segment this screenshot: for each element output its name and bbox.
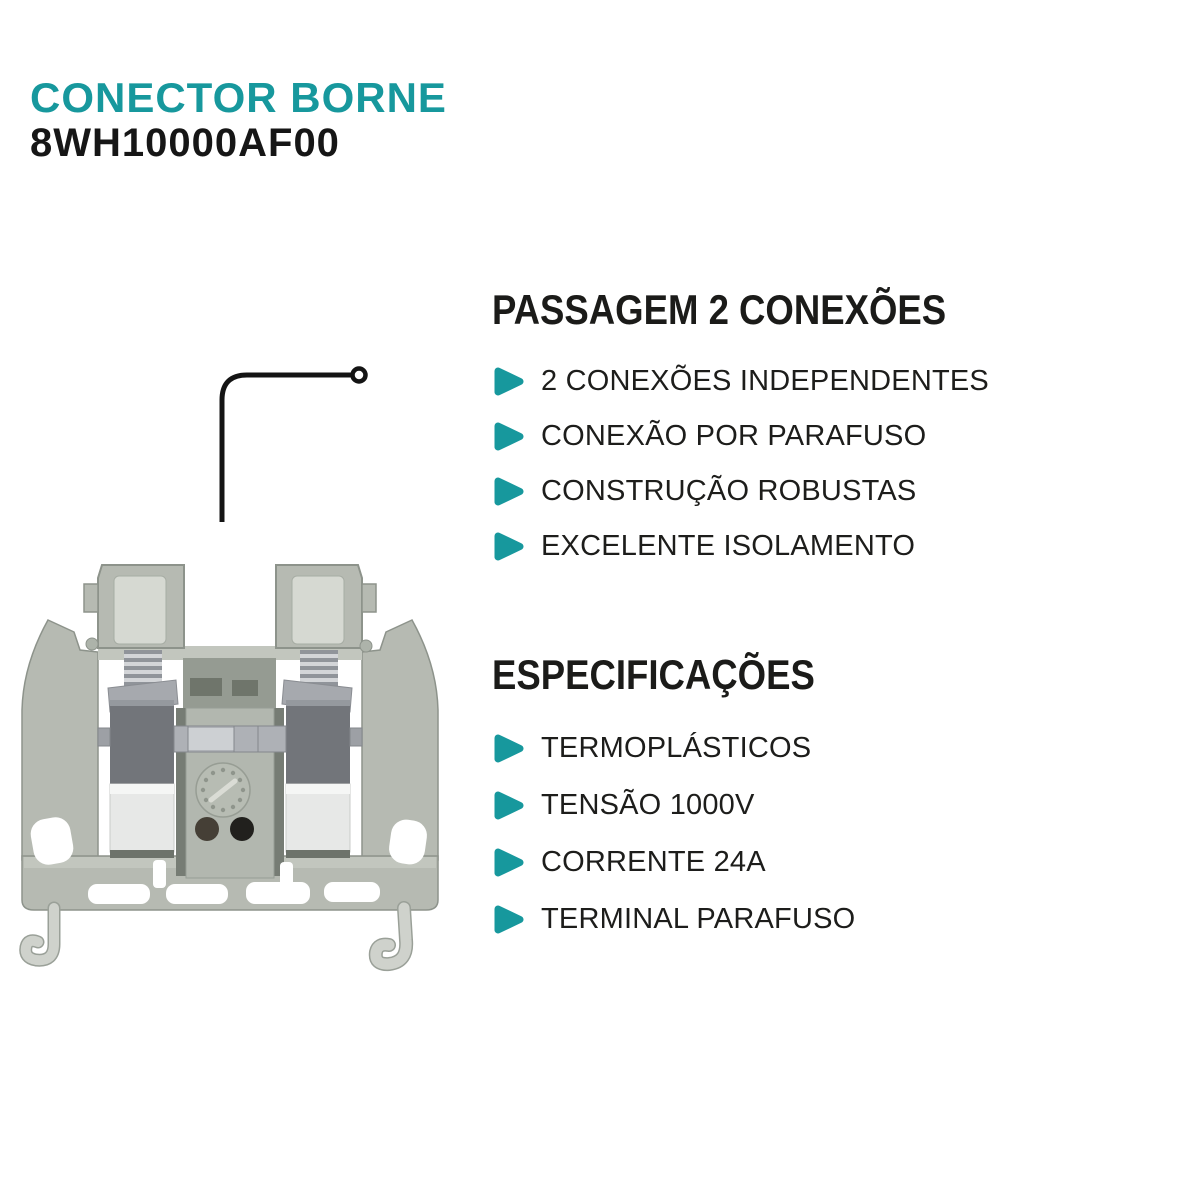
- spec-list: TERMOPLÁSTICOS TENSÃO 1000V CORRENTE 24A…: [492, 731, 1072, 936]
- callout-line-icon: [219, 366, 368, 522]
- list-item-label: TENSÃO 1000V: [541, 789, 755, 821]
- vent-slot-left: [190, 678, 222, 696]
- top-ledge: [98, 646, 362, 660]
- play-triangle-icon: [494, 734, 524, 762]
- list-item-label: TERMINAL PARAFUSO: [541, 903, 856, 935]
- right-clamp: [281, 679, 363, 858]
- busbar: [173, 725, 287, 753]
- right-screw-port: [291, 575, 345, 645]
- product-part-number: 8WH10000AF00: [30, 121, 340, 165]
- section-heading: ESPECIFICAÇÕES: [492, 651, 815, 698]
- dimple-left: [85, 637, 99, 651]
- section-passagem: PASSAGEM 2 CONEXÕES 2 CONEXÕES INDEPENDE…: [492, 285, 1072, 584]
- play-triangle-icon: [494, 905, 524, 933]
- feature-list: 2 CONEXÕES INDEPENDENTES CONEXÃO POR PAR…: [492, 364, 1072, 563]
- vent-slot-right: [232, 680, 258, 696]
- play-triangle-icon: [494, 422, 524, 450]
- list-item: CORRENTE 24A: [492, 845, 1072, 879]
- left-clamp: [97, 679, 179, 858]
- list-item: CONEXÃO POR PARAFUSO: [492, 419, 1072, 453]
- play-triangle-icon: [494, 367, 524, 395]
- dial-marking: [195, 762, 251, 818]
- list-item: CONSTRUÇÃO ROBUSTAS: [492, 474, 1072, 508]
- list-item-label: 2 CONEXÕES INDEPENDENTES: [541, 365, 989, 397]
- base-cutouts: [30, 817, 427, 904]
- din-rail-feet: [19, 901, 414, 972]
- hole-right: [230, 817, 254, 841]
- right-tower-step: [361, 583, 377, 613]
- hole-left: [195, 817, 219, 841]
- list-item: EXCELENTE ISOLAMENTO: [492, 529, 1072, 563]
- list-item-label: TERMOPLÁSTICOS: [541, 732, 812, 764]
- play-triangle-icon: [494, 532, 524, 560]
- play-triangle-icon: [494, 848, 524, 876]
- list-item-label: EXCELENTE ISOLAMENTO: [541, 530, 916, 562]
- left-screw-port: [113, 575, 167, 645]
- play-triangle-icon: [494, 477, 524, 505]
- list-item: TERMINAL PARAFUSO: [492, 902, 1072, 936]
- list-item: 2 CONEXÕES INDEPENDENTES: [492, 364, 1072, 398]
- play-triangle-icon: [494, 791, 524, 819]
- section-especificacoes: ESPECIFICAÇÕES TERMOPLÁSTICOS TENSÃO 100…: [492, 650, 1072, 959]
- list-item-label: CORRENTE 24A: [541, 846, 766, 878]
- dimple-right: [359, 639, 373, 653]
- list-item: TENSÃO 1000V: [492, 788, 1072, 822]
- list-item-label: CONSTRUÇÃO ROBUSTAS: [541, 475, 917, 507]
- terminal-block-image: [19, 564, 439, 972]
- section-heading: PASSAGEM 2 CONEXÕES: [492, 286, 947, 333]
- left-tower-step: [83, 583, 99, 613]
- product-title: CONECTOR BORNE: [30, 74, 447, 121]
- list-item: TERMOPLÁSTICOS: [492, 731, 1072, 765]
- list-item-label: CONEXÃO POR PARAFUSO: [541, 420, 927, 452]
- page-header: CONECTOR BORNE 8WH10000AF00: [30, 74, 447, 166]
